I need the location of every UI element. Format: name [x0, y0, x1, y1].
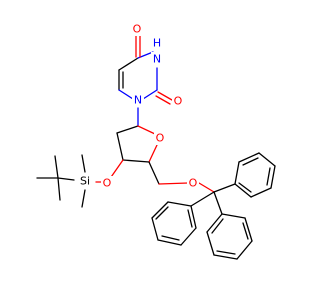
bond-si-me-down [81, 189, 86, 208]
bond-ph3-d2 [216, 250, 236, 255]
atom-o-ring: O [156, 132, 165, 145]
atom-o-si: O [103, 177, 112, 190]
bond-si-me-up [81, 154, 86, 173]
bond-c2-o-double [155, 95, 171, 105]
bond-o-ctrityl [198, 182, 215, 193]
bond-ph1-d3 [238, 182, 252, 193]
bond-ph1-e [250, 187, 272, 198]
atom-si: Si [80, 175, 90, 188]
bond-ph1-c [258, 152, 276, 167]
bond-tbu-me1 [54, 155, 59, 179]
phenyl-ring-bottom-right [206, 191, 253, 260]
bond-c2-o [157, 91, 173, 101]
bond-si-ctbu [57, 177, 75, 181]
atom-labels: O H N O N O O Si O [75, 22, 199, 190]
bond-ph1-a [234, 161, 240, 185]
phenyl-ring-top-right [213, 152, 276, 198]
bond-ph2-a [167, 201, 192, 207]
atom-o-c4: O [133, 23, 142, 36]
bond-ph1-f [234, 183, 252, 198]
bond-ph3-d3 [211, 218, 224, 234]
atom-n1: N [134, 94, 142, 107]
bond-ph2-d2 [161, 235, 180, 241]
bond-c6-n1 [118, 89, 134, 100]
bond-ph2-c [151, 217, 159, 241]
bond-ctrityl-ph2 [190, 191, 215, 207]
bond-c4prime-c5prime [148, 161, 160, 185]
bond-n1-c2 [142, 89, 158, 100]
atom-o-c2: O [174, 95, 183, 108]
bond-ph2-b [151, 201, 169, 219]
uracil-ring [118, 35, 173, 105]
bond-ph2-d3 [187, 209, 193, 228]
bond-c2prime-c3prime [116, 132, 124, 161]
bond-ph3-a [221, 213, 246, 219]
bond-ph1-d [270, 165, 276, 189]
bond-ctrityl-ph3 [213, 191, 223, 215]
bond-ph3-e [206, 231, 215, 256]
bond-c1prime-c2prime [116, 125, 139, 134]
bond-ph3-f [206, 213, 223, 233]
bond-ctrityl-ph1 [213, 183, 236, 193]
bond-c4prime-oring [148, 144, 158, 163]
atom-h-n3: H [153, 37, 161, 50]
bond-ph1-b [238, 152, 260, 163]
bond-oring-c1prime [137, 125, 156, 135]
bond-ph3-c [236, 240, 253, 260]
bond-c4-c5 [118, 57, 139, 71]
trityl-link [148, 161, 215, 193]
bond-ph2-f [190, 205, 197, 229]
bond-ph2-d1 [155, 206, 169, 220]
atom-n3: N [153, 53, 161, 66]
bond-tbu-me3 [57, 177, 61, 201]
sugar-ring [116, 107, 158, 163]
bond-ph2-d [157, 239, 182, 246]
bond-ph1-d2 [266, 167, 271, 186]
bond-c5prime-o [158, 182, 189, 185]
molecule-diagram: O H N O N O O Si O [36, 22, 276, 260]
bond-ph1-d1 [242, 157, 259, 166]
bond-ph2-e [180, 227, 197, 246]
bond-c3prime-c4prime [122, 159, 150, 163]
bond-ph3-b [244, 217, 253, 242]
bond-ph3-d1 [242, 222, 249, 240]
atom-o-trityl: O [189, 177, 198, 190]
phenyl-ring-left [151, 191, 215, 246]
bond-ph3-d [213, 254, 238, 260]
